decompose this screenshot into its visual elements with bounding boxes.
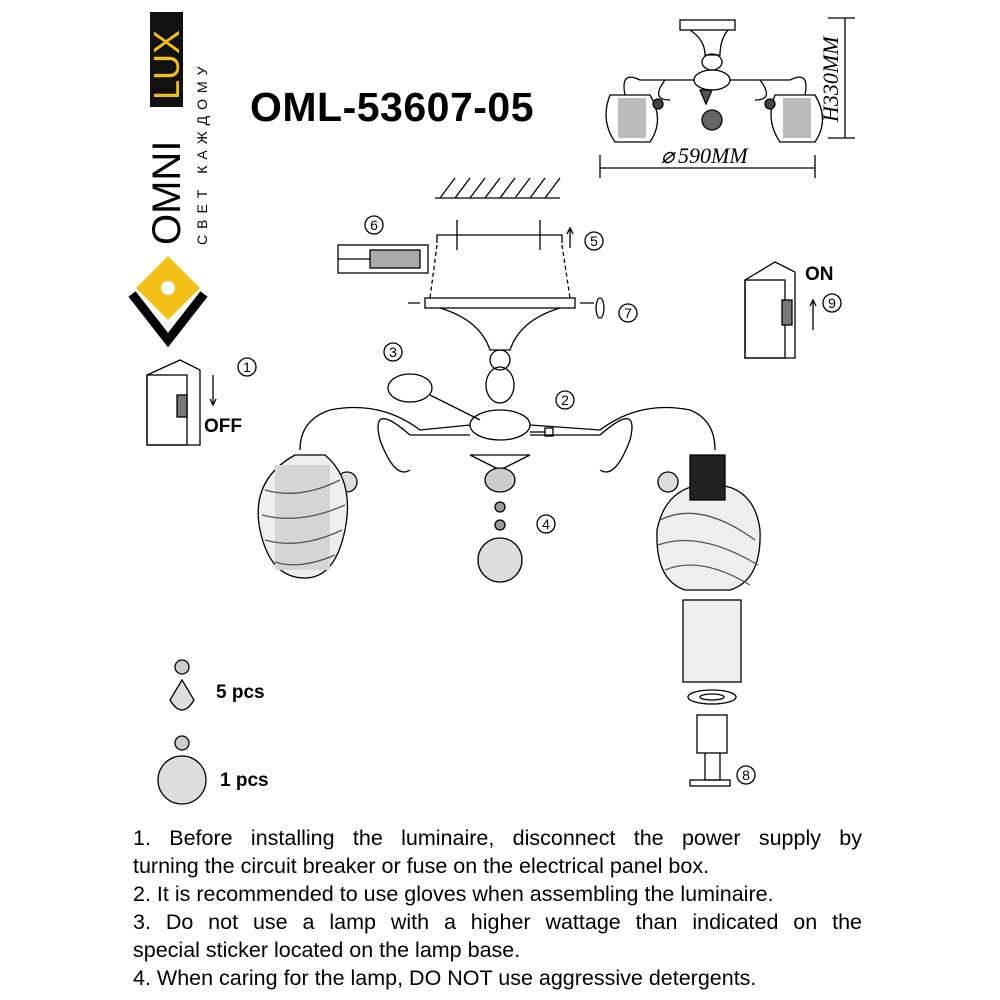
diameter-label: 590MM (678, 143, 749, 168)
omnilux-logo: LUX OMNI СВЕТ КАЖДОМУ (128, 12, 210, 348)
glass-shade-right (656, 454, 761, 591)
inner-glass (682, 599, 742, 683)
mounting-bracket (436, 220, 574, 250)
step-7: 7 (624, 305, 632, 321)
instruction-1-line-1: 1. Before installing the luminaire, disc… (133, 826, 862, 850)
parts-legend (157, 659, 207, 805)
wire-connector-callout (387, 373, 433, 403)
step-6: 6 (370, 217, 378, 233)
step-3-badge (383, 342, 403, 362)
step-6-badge (364, 215, 384, 235)
instruction-2: 2. It is recommended to use gloves when … (133, 882, 774, 906)
lamp-socket (687, 689, 737, 787)
step-7-badge (618, 303, 638, 323)
center-crystal (469, 454, 531, 583)
logo-omni: OMNI (145, 141, 189, 245)
ball-crystal-qty: 1 pcs (220, 770, 269, 791)
diameter-symbol: ⌀ (661, 143, 677, 168)
step-2-badge (555, 390, 575, 410)
instruction-4: 4. When caring for the lamp, DO NOT use … (133, 966, 757, 990)
step-1-badge (237, 357, 257, 377)
step-2: 2 (561, 392, 569, 408)
on-label: ON (805, 264, 834, 285)
instruction-3-line-2: special sticker located on the lamp base… (133, 938, 521, 962)
step-5: 5 (590, 233, 598, 249)
step-8-badge (736, 765, 756, 785)
step-9: 9 (828, 295, 836, 311)
step-8: 8 (742, 767, 750, 783)
canopy (408, 297, 605, 441)
instructions: 1. Before installing the luminaire, disc… (133, 824, 862, 992)
instruction-3-line-1: 3. Do not use a lamp with a higher watta… (133, 910, 862, 934)
glass-shade-left (257, 454, 349, 579)
step-4-badge (536, 514, 556, 534)
ceiling-hatch (435, 177, 561, 199)
logo-lux: LUX (146, 30, 187, 100)
overview-drawing (599, 17, 855, 178)
step-4: 4 (542, 516, 550, 532)
step-9-badge (822, 293, 842, 313)
height-label: H330MM (818, 35, 843, 123)
drop-crystal-qty: 5 pcs (216, 682, 265, 703)
switch-on (744, 261, 817, 359)
step-5-badge (584, 231, 604, 251)
logo-tagline: СВЕТ КАЖДОМУ (194, 60, 210, 245)
off-label: OFF (204, 416, 242, 437)
step-1: 1 (243, 359, 251, 375)
switch-off (146, 359, 217, 446)
model-title: OML-53607-05 (250, 84, 535, 130)
arms (299, 406, 716, 473)
instruction-1-line-2: turning the circuit breaker or fuse on t… (133, 854, 710, 878)
terminal-block (337, 244, 429, 274)
step-3: 3 (389, 344, 397, 360)
crystal-right (657, 471, 679, 493)
